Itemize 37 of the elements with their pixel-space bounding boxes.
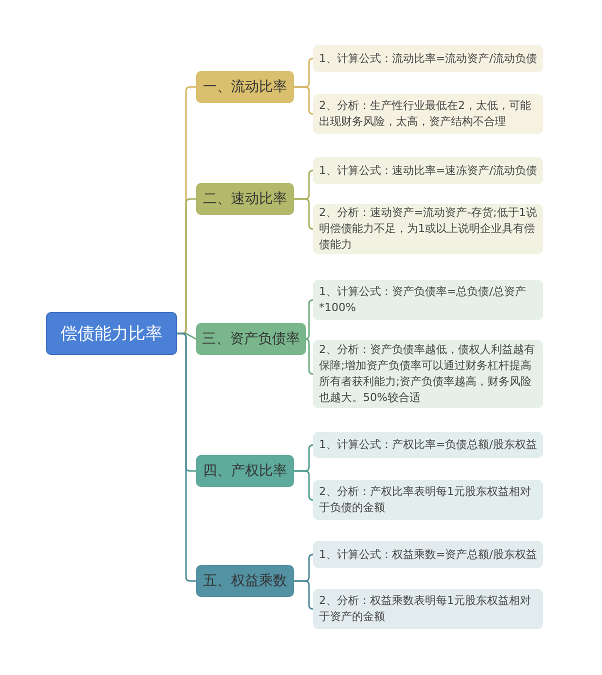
- topic-text: 一、流动比率: [203, 78, 287, 96]
- detail-box: [313, 432, 543, 458]
- detail-text: 2、分析：资产负债率越低，债权人利益越有保障;增加资产负债率可以通过财务杠杆提高所有者获利能力;资产负债率越高，财务风险也越大。50%较合适: [319, 342, 536, 406]
- topic-text: 二、速动比率: [203, 190, 287, 208]
- topic-text: 偿债能力比率: [60, 323, 162, 345]
- connector-line: [294, 470, 314, 501]
- branch-topic-box: [196, 565, 294, 597]
- branch-topic-box: [196, 323, 306, 355]
- detail-text: 2、分析：权益乘数表明每1元股东权益相对于资产的金额: [319, 593, 532, 625]
- branch-topic-box: [196, 71, 294, 103]
- connector-line: [177, 332, 196, 582]
- branch-topic-box: [196, 183, 294, 215]
- detail-text: 2、分析：产权比率表明每1元股东权益相对于负债的金额: [319, 484, 532, 516]
- connector-line: [294, 580, 314, 610]
- detail-text: 1、计算公式：流动比率=流动资产/流动负债: [319, 50, 537, 66]
- root-topic-box: [46, 312, 177, 355]
- connector-line: [294, 86, 314, 115]
- detail-text: 1、计算公式：速动比率=速冻资产/流动负债: [319, 162, 537, 178]
- detail-box: [313, 589, 543, 629]
- detail-box: [313, 541, 543, 568]
- detail-text: 1、计算公式：资产负债率=总负债/总资产*100%: [319, 284, 527, 316]
- connector-line: [304, 299, 314, 340]
- connector-line: [294, 198, 314, 230]
- connector-line: [304, 338, 314, 375]
- topic-text: 三、资产负债率: [202, 330, 300, 348]
- detail-text: 2、分析：速动资产=流动资产-存货;低于1说明偿债能力不足，为1或以上说明企业具有偿债能力: [319, 205, 537, 253]
- detail-box: [313, 480, 543, 520]
- detail-text: 1、计算公式：产权比率=负债总额/股东权益: [319, 437, 537, 453]
- detail-text: 1、计算公式：权益乘数=资产总额/股东权益: [319, 546, 537, 562]
- detail-box: [313, 157, 543, 184]
- topic-text: 五、权益乘数: [203, 572, 287, 590]
- detail-text: 2、分析：生产性行业最低在2，太低，可能出现财务风险，太高，资产结构不合理: [319, 98, 532, 130]
- detail-box: [313, 94, 543, 134]
- topic-text: 四、产权比率: [203, 462, 287, 480]
- detail-box: [313, 280, 543, 320]
- branch-topic-box: [196, 455, 294, 487]
- detail-box: [313, 45, 543, 72]
